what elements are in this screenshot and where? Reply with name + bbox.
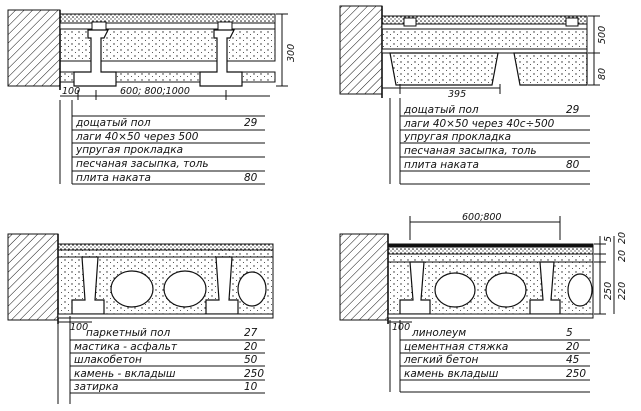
screed-c: [57, 249, 274, 258]
dim-spacing-b: 395: [448, 89, 466, 100]
layer-c-1-value: 27: [244, 327, 258, 339]
beam-a-left: [73, 29, 117, 87]
layer-a-2-name: лаги 40×50 через 500: [75, 131, 199, 143]
void-d-1: [434, 272, 476, 308]
layer-c-5-value: 10: [244, 381, 258, 393]
layer-b-4-name: песчаная засыпка, толь: [404, 145, 537, 157]
layer-c-5-name: затирка: [74, 381, 118, 393]
layer-d-4-value: 250: [566, 368, 586, 380]
layer-c-2-value: 20: [244, 341, 258, 353]
layer-d-4-name: камень вкладыш: [404, 368, 499, 380]
light-concrete-d: [387, 253, 594, 263]
section-c-drawing: 100: [7, 233, 274, 333]
section-b-drawing: 395 500 80: [339, 5, 608, 100]
layer-b-3-name: упругая прокладка: [403, 131, 511, 143]
layer-d-3-value: 45: [566, 354, 580, 366]
void-d-2: [485, 272, 527, 308]
section-d-drawing: 600;800 100 5 20 20 250 220: [339, 212, 628, 333]
void-c-1: [110, 270, 154, 308]
screed-d: [387, 246, 594, 255]
layer-a-5-value: 80: [244, 172, 258, 184]
layer-c-2-name: мастика - асфальт: [74, 341, 178, 353]
wall-b: [339, 5, 383, 95]
layer-a-3-name: упругая прокладка: [75, 144, 183, 156]
layer-a-4-name: песчаная засыпка, толь: [76, 158, 209, 170]
layers-table-c: паркетный пол 27 мастика - асфальт 20 шл…: [57, 320, 265, 404]
layer-d-1-value: 5: [566, 327, 573, 339]
layer-c-3-name: шлакобетон: [74, 354, 142, 366]
dim-t3-d: 20: [617, 250, 628, 262]
layer-b-2-name: лаги 40×50 через 40с÷500: [403, 118, 555, 130]
beam-a-right: [199, 29, 243, 87]
layer-d-3-name: легкий бетон: [403, 354, 478, 366]
layer-d-2-value: 20: [566, 341, 580, 353]
dim-edge-d: 100: [392, 322, 410, 333]
layer-b-1-value: 29: [566, 104, 580, 116]
dim-block-d: 250: [603, 282, 614, 300]
layer-d-1-name: линолеум: [411, 327, 466, 339]
dim-t2-d: 20: [617, 232, 628, 244]
layer-a-5-name: плита наката: [76, 172, 151, 184]
layers-table-d: линолеум 5 цементная стяжка 20 легкий бе…: [389, 320, 590, 393]
dim-height-b: 500: [597, 26, 608, 44]
layer-c-3-value: 50: [244, 354, 258, 366]
layer-a-1-value: 29: [244, 117, 258, 129]
dim-spacing-d: 600;800: [462, 212, 501, 223]
dim-slab-b: 80: [597, 68, 608, 80]
dim-edge-c: 100: [70, 322, 88, 333]
layer-c-1-name: паркетный пол: [86, 327, 170, 339]
layer-c-4-value: 250: [244, 368, 264, 380]
slab-b-left: [389, 52, 499, 86]
dim-height-a: 300: [286, 44, 297, 62]
layer-b-5-value: 80: [566, 159, 580, 171]
void-c-2: [163, 270, 207, 308]
layers-table-b: дощатый пол 29 лаги 40×50 через 40с÷500 …: [389, 98, 590, 185]
layer-b-5-name: плита наката: [404, 159, 479, 171]
wall-d: [339, 233, 389, 321]
parquet-c: [57, 243, 274, 251]
slab-b-right: [513, 52, 588, 86]
layers-table-a: дощатый пол 29 лаги 40×50 через 500 упру…: [59, 100, 265, 185]
dim-spacing-a: 600; 800;1000: [120, 86, 190, 97]
dim-top-d: 5: [603, 236, 614, 242]
layer-a-1-name: дощатый пол: [75, 117, 151, 129]
section-a-drawing: 100 600; 800;1000 300: [7, 9, 297, 100]
layer-c-4-name: камень - вкладыш: [74, 368, 176, 380]
dim-edge-a: 100: [62, 86, 80, 97]
wall-c: [7, 233, 59, 321]
wall-a: [7, 9, 61, 87]
layer-b-1-name: дощатый пол: [403, 104, 479, 116]
dim-height-d: 220: [617, 282, 628, 300]
layer-d-2-name: цементная стяжка: [404, 341, 508, 353]
sand-fill-b: [381, 28, 588, 50]
